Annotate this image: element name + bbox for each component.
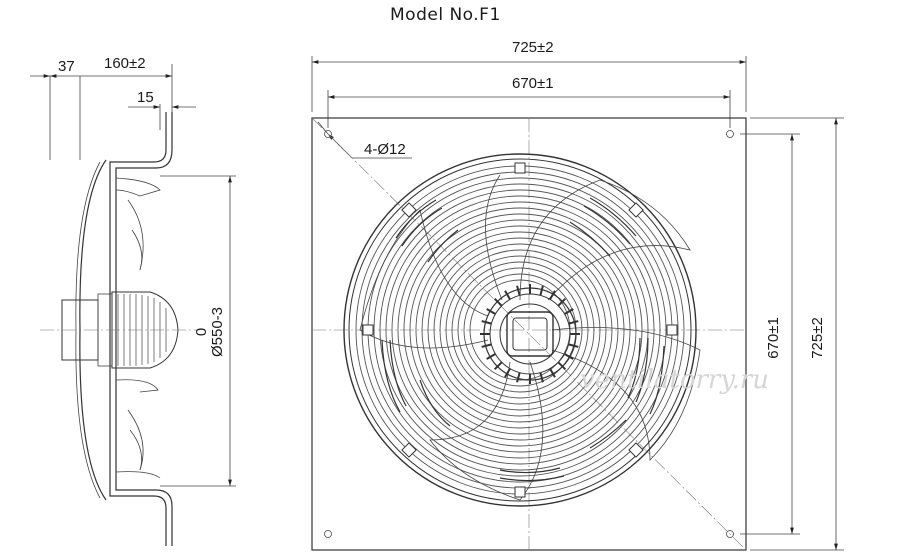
dim-diameter: Ø550-3 bbox=[209, 307, 226, 357]
guard-ring bbox=[457, 267, 583, 393]
hub-fin bbox=[516, 372, 521, 383]
hub-fin bbox=[549, 368, 556, 378]
guard-ring bbox=[385, 195, 655, 465]
hub-fin bbox=[493, 297, 503, 307]
hub-fin bbox=[493, 361, 503, 371]
guard-ring bbox=[421, 231, 619, 429]
dim-hole-spacing-h: 670±1 bbox=[512, 75, 554, 92]
guard-ring bbox=[391, 201, 649, 459]
dim-hole-spacing-v: 670±1 bbox=[765, 317, 782, 359]
model-title: Model No.F1 bbox=[390, 5, 501, 25]
hub-fin bbox=[568, 343, 579, 348]
dim-plate-height: 725±2 bbox=[809, 317, 826, 359]
dim-diameter-tolerance: 0 bbox=[193, 328, 210, 336]
dim-plate-width: 725±2 bbox=[512, 39, 554, 56]
hub-fin bbox=[516, 285, 521, 296]
motor-hub bbox=[480, 284, 580, 384]
hub-fin bbox=[568, 320, 579, 325]
hub-fin bbox=[504, 368, 511, 378]
hub-fin bbox=[504, 290, 511, 300]
hub-fin bbox=[564, 353, 574, 360]
guard-ring bbox=[415, 225, 625, 435]
fan-blades bbox=[359, 174, 701, 501]
watermark: ventilatorry.ru bbox=[580, 365, 769, 395]
fan-guard bbox=[343, 153, 697, 507]
dim-flange-thickness: 15 bbox=[137, 89, 154, 106]
guard-ring bbox=[379, 189, 661, 471]
hub-fin bbox=[549, 290, 556, 300]
front-view: 725±2 670±1 4-Ø12 670±1 725±2 bbox=[311, 39, 844, 551]
guard-ring bbox=[445, 255, 595, 405]
dim-side-depth: 160±2 bbox=[104, 55, 146, 72]
hub-fin bbox=[557, 297, 567, 307]
hub-fin bbox=[539, 285, 544, 296]
guard-ring bbox=[403, 213, 637, 447]
hub-fin bbox=[481, 320, 492, 325]
guard-ring bbox=[433, 243, 607, 417]
hub-fin bbox=[486, 353, 496, 360]
hub-fin bbox=[539, 372, 544, 383]
hub-fin bbox=[564, 308, 574, 315]
guard-ring bbox=[451, 261, 589, 399]
hub-fin bbox=[486, 308, 496, 315]
hub-fin bbox=[557, 361, 567, 371]
dim-holes: 4-Ø12 bbox=[364, 141, 406, 158]
side-view: 37 160±2 15 bbox=[30, 55, 236, 546]
guard-ring bbox=[373, 183, 667, 477]
hub-fin bbox=[481, 343, 492, 348]
guard-slots bbox=[381, 197, 665, 482]
guard-clamps bbox=[362, 162, 678, 498]
guard-ring bbox=[397, 207, 643, 453]
dim-side-offset: 37 bbox=[58, 58, 75, 75]
guard-ring bbox=[427, 237, 613, 423]
guard-ring bbox=[439, 249, 601, 411]
